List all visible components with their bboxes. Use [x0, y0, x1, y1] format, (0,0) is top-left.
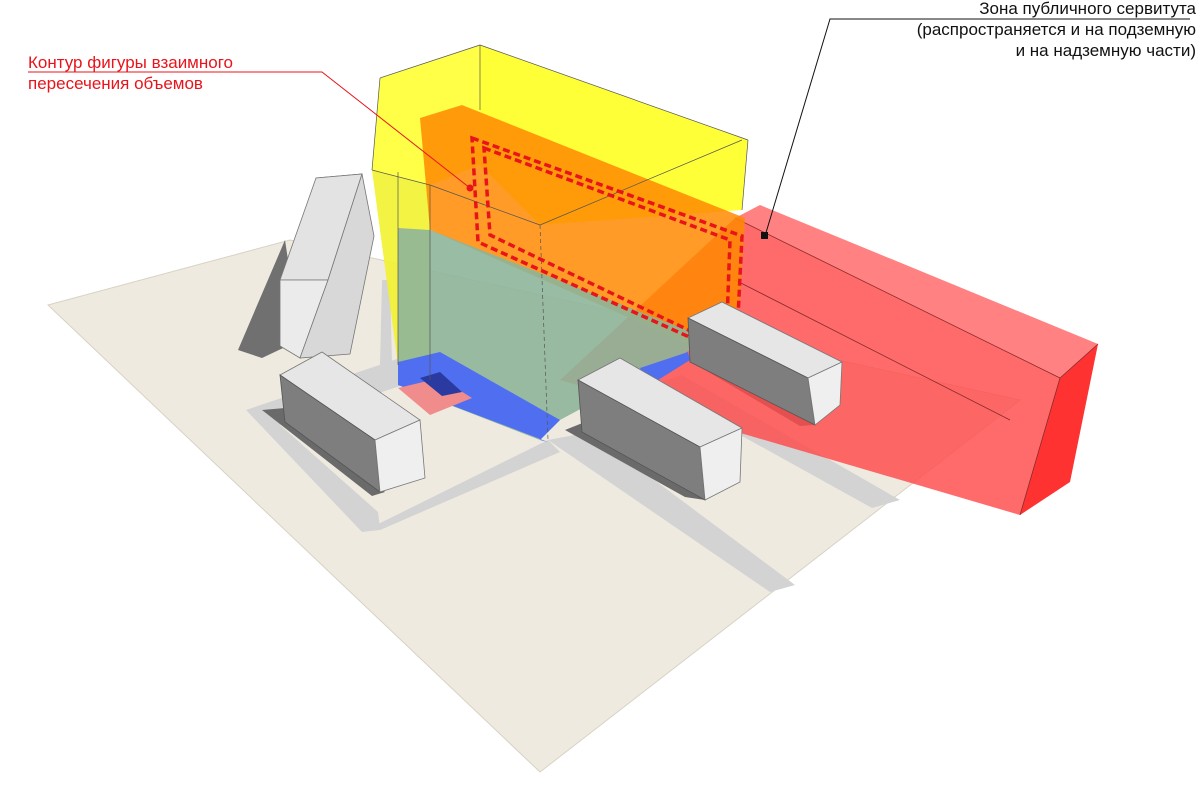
building-mid-end	[699, 427, 743, 501]
road-middle	[548, 432, 795, 592]
building-left-end	[374, 419, 426, 493]
building-right-end	[807, 361, 843, 426]
servitude-zone-top	[735, 205, 1098, 378]
servitude-leader-marker	[761, 232, 768, 239]
contour-leader-dot	[466, 184, 474, 192]
tower-side	[299, 173, 375, 359]
public-servitude-line-3: и на надземную части)	[1015, 41, 1196, 60]
public-servitude-line-2: (распространяется и на подземную	[916, 20, 1196, 39]
intersection-contour-line-1: Контур фигуры взаимного	[28, 53, 233, 72]
dark-blue-patch	[420, 372, 462, 396]
path-center-vertical	[380, 280, 392, 365]
contour-leader-line	[28, 71, 471, 189]
servitude-leader-line	[764, 18, 1190, 237]
intersection-contour-line-2: пересечения объемов	[28, 74, 203, 93]
public-servitude-line-1: Зона публичного сервитута	[979, 0, 1196, 18]
servitude-zone-end	[1020, 344, 1098, 515]
building-left-shadow	[262, 408, 385, 496]
path-left-bottom	[362, 440, 560, 532]
orange-intersection-volume	[420, 105, 745, 360]
intersection-contour-label: Контур фигуры взаимного пересечения объе…	[28, 52, 233, 94]
public-servitude-label: Зона публичного сервитута (распространяе…	[796, 0, 1196, 61]
